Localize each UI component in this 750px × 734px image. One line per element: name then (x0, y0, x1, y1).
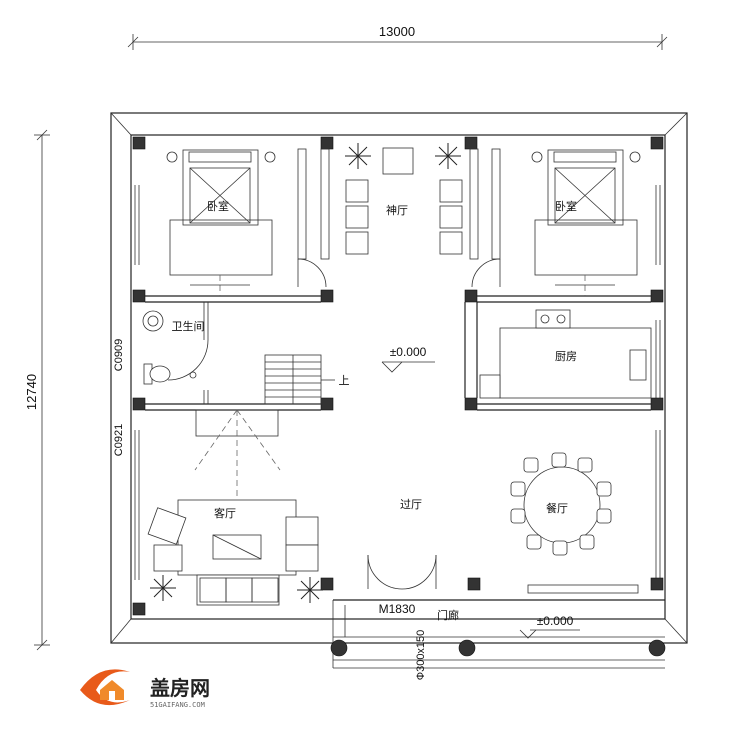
top-dimension: 13000 (127, 24, 668, 50)
width-dimension-label: 13000 (379, 24, 415, 39)
shrine-hall: 神厅 (345, 143, 463, 255)
elevation-porch-label: ±0.000 (537, 614, 574, 628)
room-label-kitchen: 厨房 (555, 350, 577, 363)
living-room: 客厅 (147, 409, 323, 606)
room-label-porch: 门廊 (437, 608, 459, 622)
bathroom: 卫生间 (142, 310, 205, 385)
room-label-bedroom-right: 卧室 (555, 199, 577, 213)
door-code-label: M1830 (379, 602, 416, 616)
column-size-label: Ф300x150 (415, 630, 427, 681)
room-label-dining: 餐厅 (546, 501, 568, 515)
stair-up-label: 上 (339, 374, 350, 387)
window-code-2-label: C0921 (113, 424, 125, 456)
room-label-shrine-hall: 神厅 (386, 203, 408, 217)
bedroom-right: 卧室 (531, 149, 641, 296)
porch: M1830 门廊 ±0.000 Ф300x150 (330, 584, 666, 681)
elevation-main-label: ±0.000 (390, 345, 427, 359)
logo-name: 盖房网 (150, 676, 210, 700)
kitchen: 厨房 (479, 309, 652, 399)
height-dimension-label: 12740 (24, 374, 39, 410)
room-label-hall: 过厅 (400, 498, 422, 511)
elevation-marker-main: ±0.000 (381, 345, 435, 373)
left-dimension: 12740 (24, 129, 50, 651)
dining-room: 餐厅 (510, 452, 612, 556)
doors (167, 258, 501, 590)
bedroom-left: 卧室 (166, 149, 276, 296)
logo-url: 51GAIFANG.COM (150, 701, 205, 709)
window-code-1-label: C0909 (113, 339, 125, 371)
room-label-bathroom: 卫生间 (172, 319, 205, 333)
brand-logo: 盖房网 51GAIFANG.COM (80, 669, 210, 709)
house-logo-icon (80, 669, 130, 706)
room-label-bedroom-left: 卧室 (207, 199, 229, 213)
columns (132, 136, 664, 616)
outer-walls (110, 112, 688, 644)
room-label-living-room: 客厅 (214, 506, 236, 520)
staircase: 上 (264, 354, 350, 405)
